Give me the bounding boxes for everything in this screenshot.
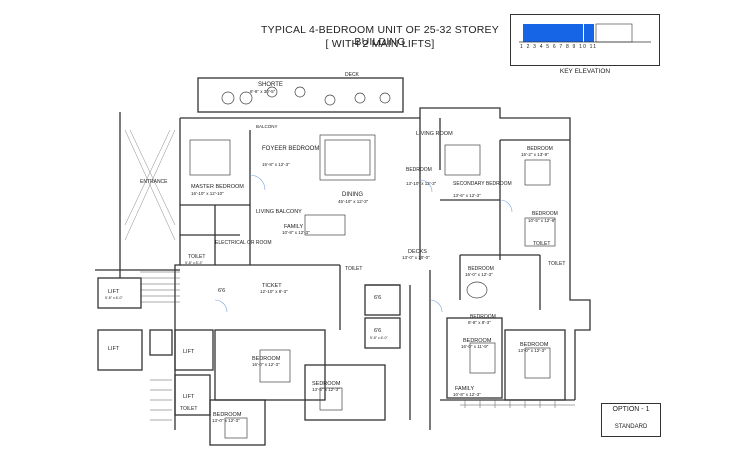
stairs <box>140 271 575 421</box>
entrance-hatching <box>124 129 176 241</box>
room-six-c: 6'6 <box>374 328 381 334</box>
room-bedroom-small-dim: 13'-0" x 12'-3" <box>212 418 240 423</box>
room-secondary-bedroom: SECONDARY BEDROOM <box>453 181 512 187</box>
room-bedroom-low-b-dim: 16'-0" x 11'-9" <box>461 344 489 349</box>
bed-mid <box>469 342 496 374</box>
room-shorte: SHORTE <box>258 82 283 88</box>
room-bedroom-a: BEDROOM <box>406 167 432 173</box>
room-family2-dim: 10'-8" x 12'-3" <box>453 392 481 397</box>
room-bedroom-low-c: BEDROOM <box>520 342 549 348</box>
room-entrance: ENTRANCE <box>140 179 168 185</box>
room-family: FAMILY <box>284 224 303 230</box>
room-toilet-dim: 5'-8" x 8'-3" <box>185 261 203 265</box>
room-toilet-a: TOILET <box>188 254 205 260</box>
room-dining-dim: 45'-10" x 12'-3" <box>338 199 369 204</box>
bed-low <box>524 347 551 379</box>
outer-wall-left <box>174 118 181 430</box>
room-bedroom-low-b: BEDROOM <box>463 338 492 344</box>
room-six-dim: 5'-8" x 6'-0" <box>370 336 388 340</box>
key-highlight-block <box>584 24 594 42</box>
bed-left <box>259 349 291 383</box>
room-bedroom-right: BEDROOM <box>527 146 553 152</box>
room-bedroom-small: BEDROOM <box>213 412 242 418</box>
bed-secondary <box>444 144 481 176</box>
plan-title: TYPICAL 4-BEDROOM UNIT OF 25-32 STOREY B… <box>261 24 499 48</box>
room-bedroom-small2: BEDROOM <box>470 314 496 320</box>
room-bedroom-mid-dim: 16'-0" x 12'-3" <box>465 272 493 277</box>
room-bedroom-right2-dim: 10'-5" x 12'-8" <box>528 218 556 223</box>
outer-wall-right <box>180 107 591 400</box>
room-ticket: TICKET <box>262 283 282 289</box>
room-foyeer-bedroom-dim: 15'-8" x 12'-3" <box>262 162 290 167</box>
room-secondary-bedroom-dim: 13'-6" x 12'-3" <box>453 193 481 198</box>
room-toilet-b: TOILET <box>533 241 550 247</box>
room-six-a: 6'6 <box>218 288 225 294</box>
room-bedroom-a-dim: 13'-10" x 12'-3" <box>406 181 437 186</box>
room-master-bedroom-dim: 16'-10" x 12'-10" <box>191 191 224 196</box>
bed-sedroom <box>319 387 343 411</box>
room-bedroom-right-dim: 15'-2" x 13'-9" <box>521 152 549 157</box>
room-lift-d: LIFT <box>183 394 195 400</box>
room-labels: SHORTE 8'-8" x 30'-5" DECK BALCONY ENTRA… <box>105 72 565 423</box>
room-bedroom-mid: BEDROOM <box>468 266 494 272</box>
room-lift-c: LIFT <box>183 349 195 355</box>
room-shorte-dim: 8'-8" x 30'-5" <box>250 89 276 94</box>
room-bedroom-small2-dim: 8'-8" x 8'-3" <box>468 320 491 325</box>
master-bed <box>189 139 231 176</box>
room-living-room: LIVING ROOM <box>416 131 453 137</box>
option-box <box>601 403 661 437</box>
room-lift-b: LIFT <box>108 346 120 352</box>
room-toilet-c: TOILET <box>548 261 565 267</box>
room-master-bedroom: MASTER BEDROOM <box>191 184 244 190</box>
sofa-set <box>324 139 371 176</box>
room-electrical: ELECTRICAL OR ROOM <box>215 240 272 246</box>
bed-right2 <box>524 217 556 247</box>
room-sedroom-dim: 13'-5" x 12'-3" <box>312 387 340 392</box>
plan-subtitle: [ WITH 2 MAIN LIFTS] <box>325 38 435 50</box>
deck-outline <box>197 77 404 113</box>
room-balcony: BALCONY <box>256 124 278 129</box>
key-elevation-graphic <box>519 23 651 43</box>
bed-right <box>524 159 551 186</box>
room-decks-dim: 13'-0" x 10'-0" <box>402 255 430 260</box>
room-lift-a: LIFT <box>108 289 120 295</box>
key-elevation-ticks: 1 2 3 4 5 6 7 8 9 10 11 <box>520 44 598 50</box>
room-family-dim: 10'-8" x 12'-3" <box>282 230 310 235</box>
room-ticket-dim: 12'-10" x 8'-3" <box>260 289 288 294</box>
door-swings <box>214 174 513 313</box>
bathtub <box>466 281 488 299</box>
option-variant: STANDARD <box>614 424 648 430</box>
option-name: OPTION - 1 <box>612 406 650 413</box>
room-sedroom: SEDROOM <box>312 381 341 387</box>
room-family2: FAMILY <box>455 386 474 392</box>
walls <box>95 77 591 446</box>
room-bedroom-low-a: BEDROOM <box>252 356 281 362</box>
room-living-balcony: LIVING BALCONY <box>256 209 302 215</box>
room-toilet-low: TOILET <box>180 406 197 412</box>
room-dining: DINING <box>342 192 363 198</box>
dining-table <box>304 214 346 236</box>
room-bedroom-low-c-dim: 13'-0" x 12'-3" <box>518 348 546 353</box>
key-elevation-label: KEY ELEVATION <box>559 68 611 75</box>
key-elevation-box <box>510 14 660 66</box>
room-decks: DECKS <box>408 249 427 255</box>
key-highlight-block <box>523 24 583 42</box>
room-foyeer-bedroom: FOYEER BEDROOM <box>262 146 319 152</box>
room-deck: DECK <box>345 72 360 78</box>
furniture <box>189 86 556 439</box>
bed-small <box>224 417 248 439</box>
room-bedroom-right2: BEDROOM <box>532 211 558 217</box>
room-lift-dim: 5'-8" x 6'-0" <box>105 296 123 300</box>
room-toilet-d: TOILET <box>345 266 362 272</box>
room-six-b: 6'6 <box>374 295 381 301</box>
room-bedroom-low-a-dim: 16'-0" x 12'-3" <box>252 362 280 367</box>
